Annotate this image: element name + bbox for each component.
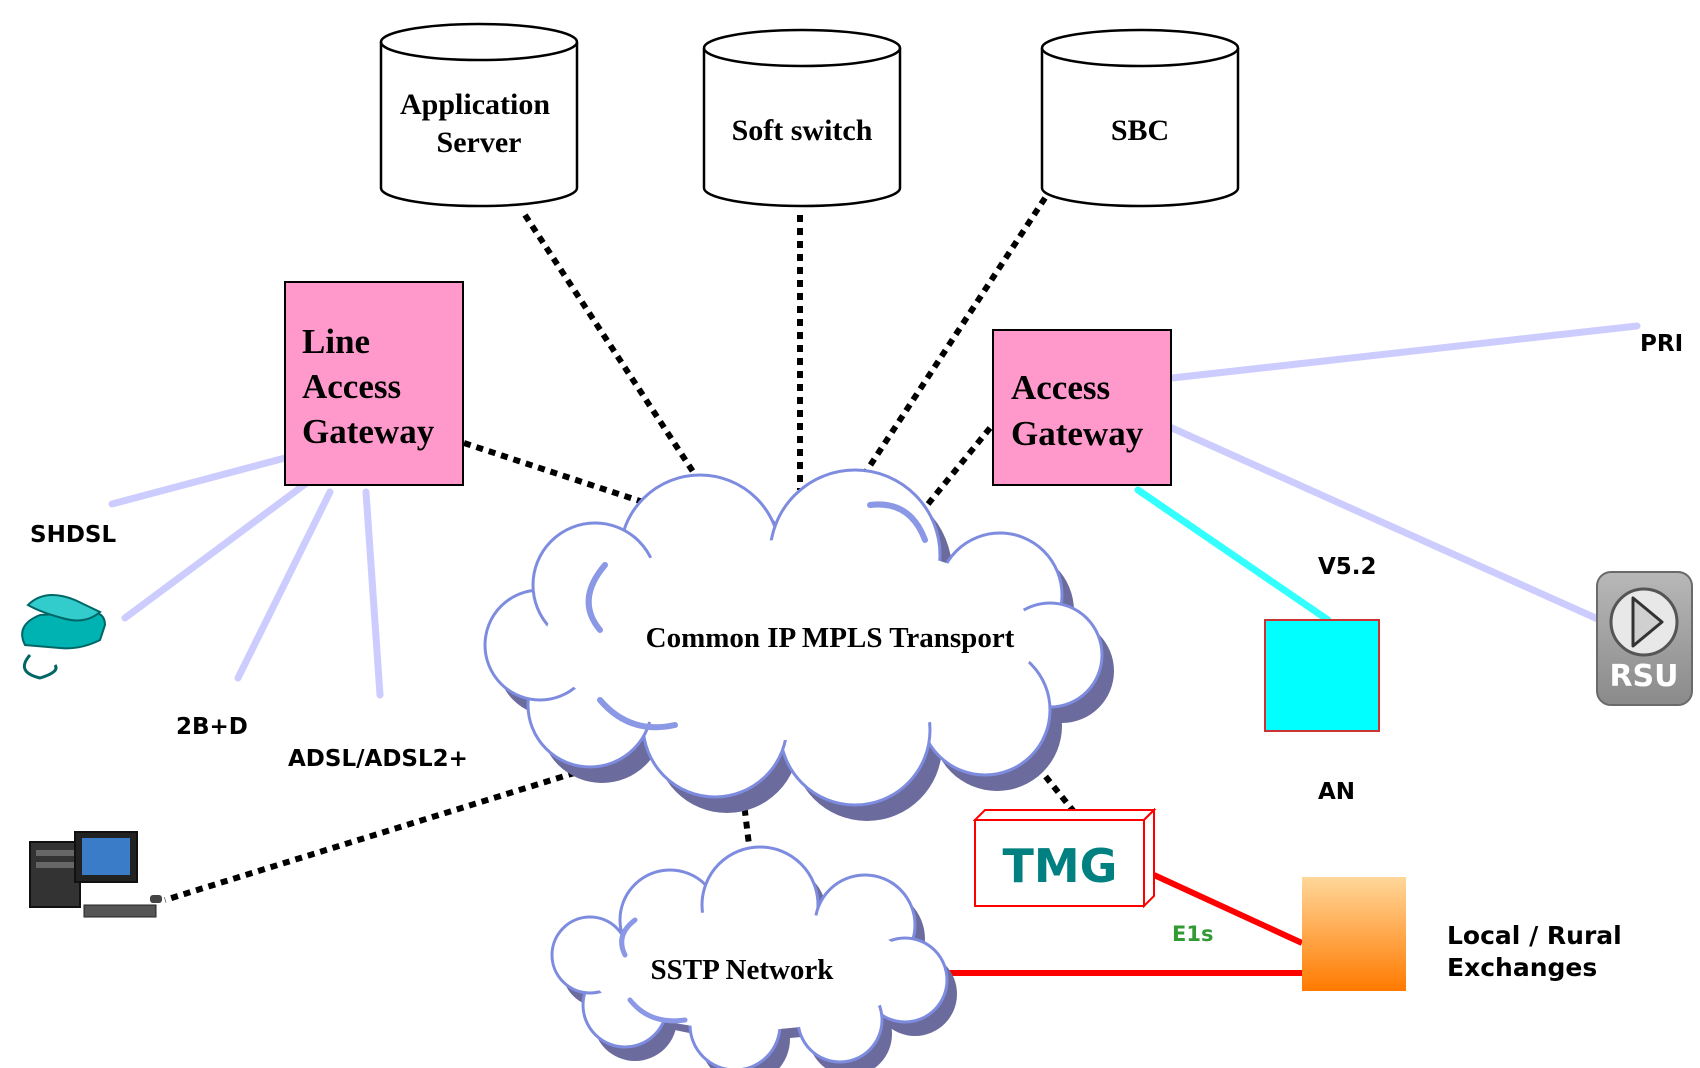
desktop-computer-icon	[29, 831, 162, 918]
link-2bd	[234, 488, 334, 682]
link-ag-core	[912, 426, 993, 522]
access-gateway-label-2: Gateway	[1011, 414, 1144, 453]
application-server-cylinder: Application Server	[379, 22, 579, 208]
link-v52	[1134, 486, 1332, 624]
line-access-gateway-label-2: Access	[302, 367, 401, 406]
sstp-cloud-label: SSTP Network	[651, 954, 835, 986]
telephone-icon	[21, 594, 107, 680]
tmg-label: TMG	[1003, 839, 1118, 893]
tmg-box	[972, 807, 1157, 909]
core-cloud-label: Common IP MPLS Transport	[646, 622, 1015, 654]
line-access-gateway-label-3: Gateway	[302, 412, 435, 451]
sbc-cylinder: SBC	[1040, 28, 1240, 208]
access-gateway: Access Gateway	[992, 329, 1172, 486]
link-appserver-core	[522, 213, 708, 492]
line-access-gateway: Line Access Gateway	[284, 281, 464, 486]
soft-switch-label: Soft switch	[732, 114, 873, 147]
e1s-label: E1s	[1172, 922, 1213, 946]
link-rsu	[1168, 424, 1604, 624]
soft-switch-cylinder: Soft switch	[702, 28, 902, 208]
an-label: AN	[1318, 779, 1355, 805]
link-pri	[1168, 322, 1641, 382]
link-pc-core	[164, 762, 601, 903]
exchanges-label-2: Exchanges	[1447, 953, 1597, 982]
pri-label: PRI	[1640, 331, 1683, 357]
rsu-icon: RSU	[1596, 571, 1693, 706]
an-box	[1264, 619, 1380, 732]
e1-links	[948, 872, 1304, 976]
sbc-label: SBC	[1111, 114, 1169, 147]
rsu-label: RSU	[1609, 659, 1678, 694]
link-adsl	[362, 488, 384, 699]
adsl-label: ADSL/ADSL2+	[288, 746, 468, 772]
access-gateway-label-1: Access	[1011, 368, 1110, 407]
link-lag-core	[463, 440, 656, 509]
v52-label: V5.2	[1318, 554, 1377, 580]
exchanges-label-1: Local / Rural	[1447, 921, 1622, 950]
core-cloud: Common IP MPLS Transport	[483, 468, 1114, 821]
application-server-label-1: Application	[400, 88, 550, 121]
link-shdsl	[108, 454, 289, 508]
sstp-cloud: SSTP Network	[550, 845, 957, 1068]
local-exchange-box	[1302, 877, 1406, 991]
application-server-label-2: Server	[437, 126, 522, 159]
line-access-gateway-label-1: Line	[302, 322, 370, 361]
link-tmg-exchange	[1152, 872, 1304, 946]
text-labels: PRI V5.2 AN SHDSL 2B+D ADSL/ADSL2+ E1s L…	[30, 331, 1683, 982]
shdsl-label: SHDSL	[30, 522, 116, 548]
isdn-label: 2B+D	[176, 714, 248, 740]
access-links	[108, 322, 1641, 699]
link-sbc-core	[859, 196, 1048, 480]
link-phone	[121, 478, 312, 622]
